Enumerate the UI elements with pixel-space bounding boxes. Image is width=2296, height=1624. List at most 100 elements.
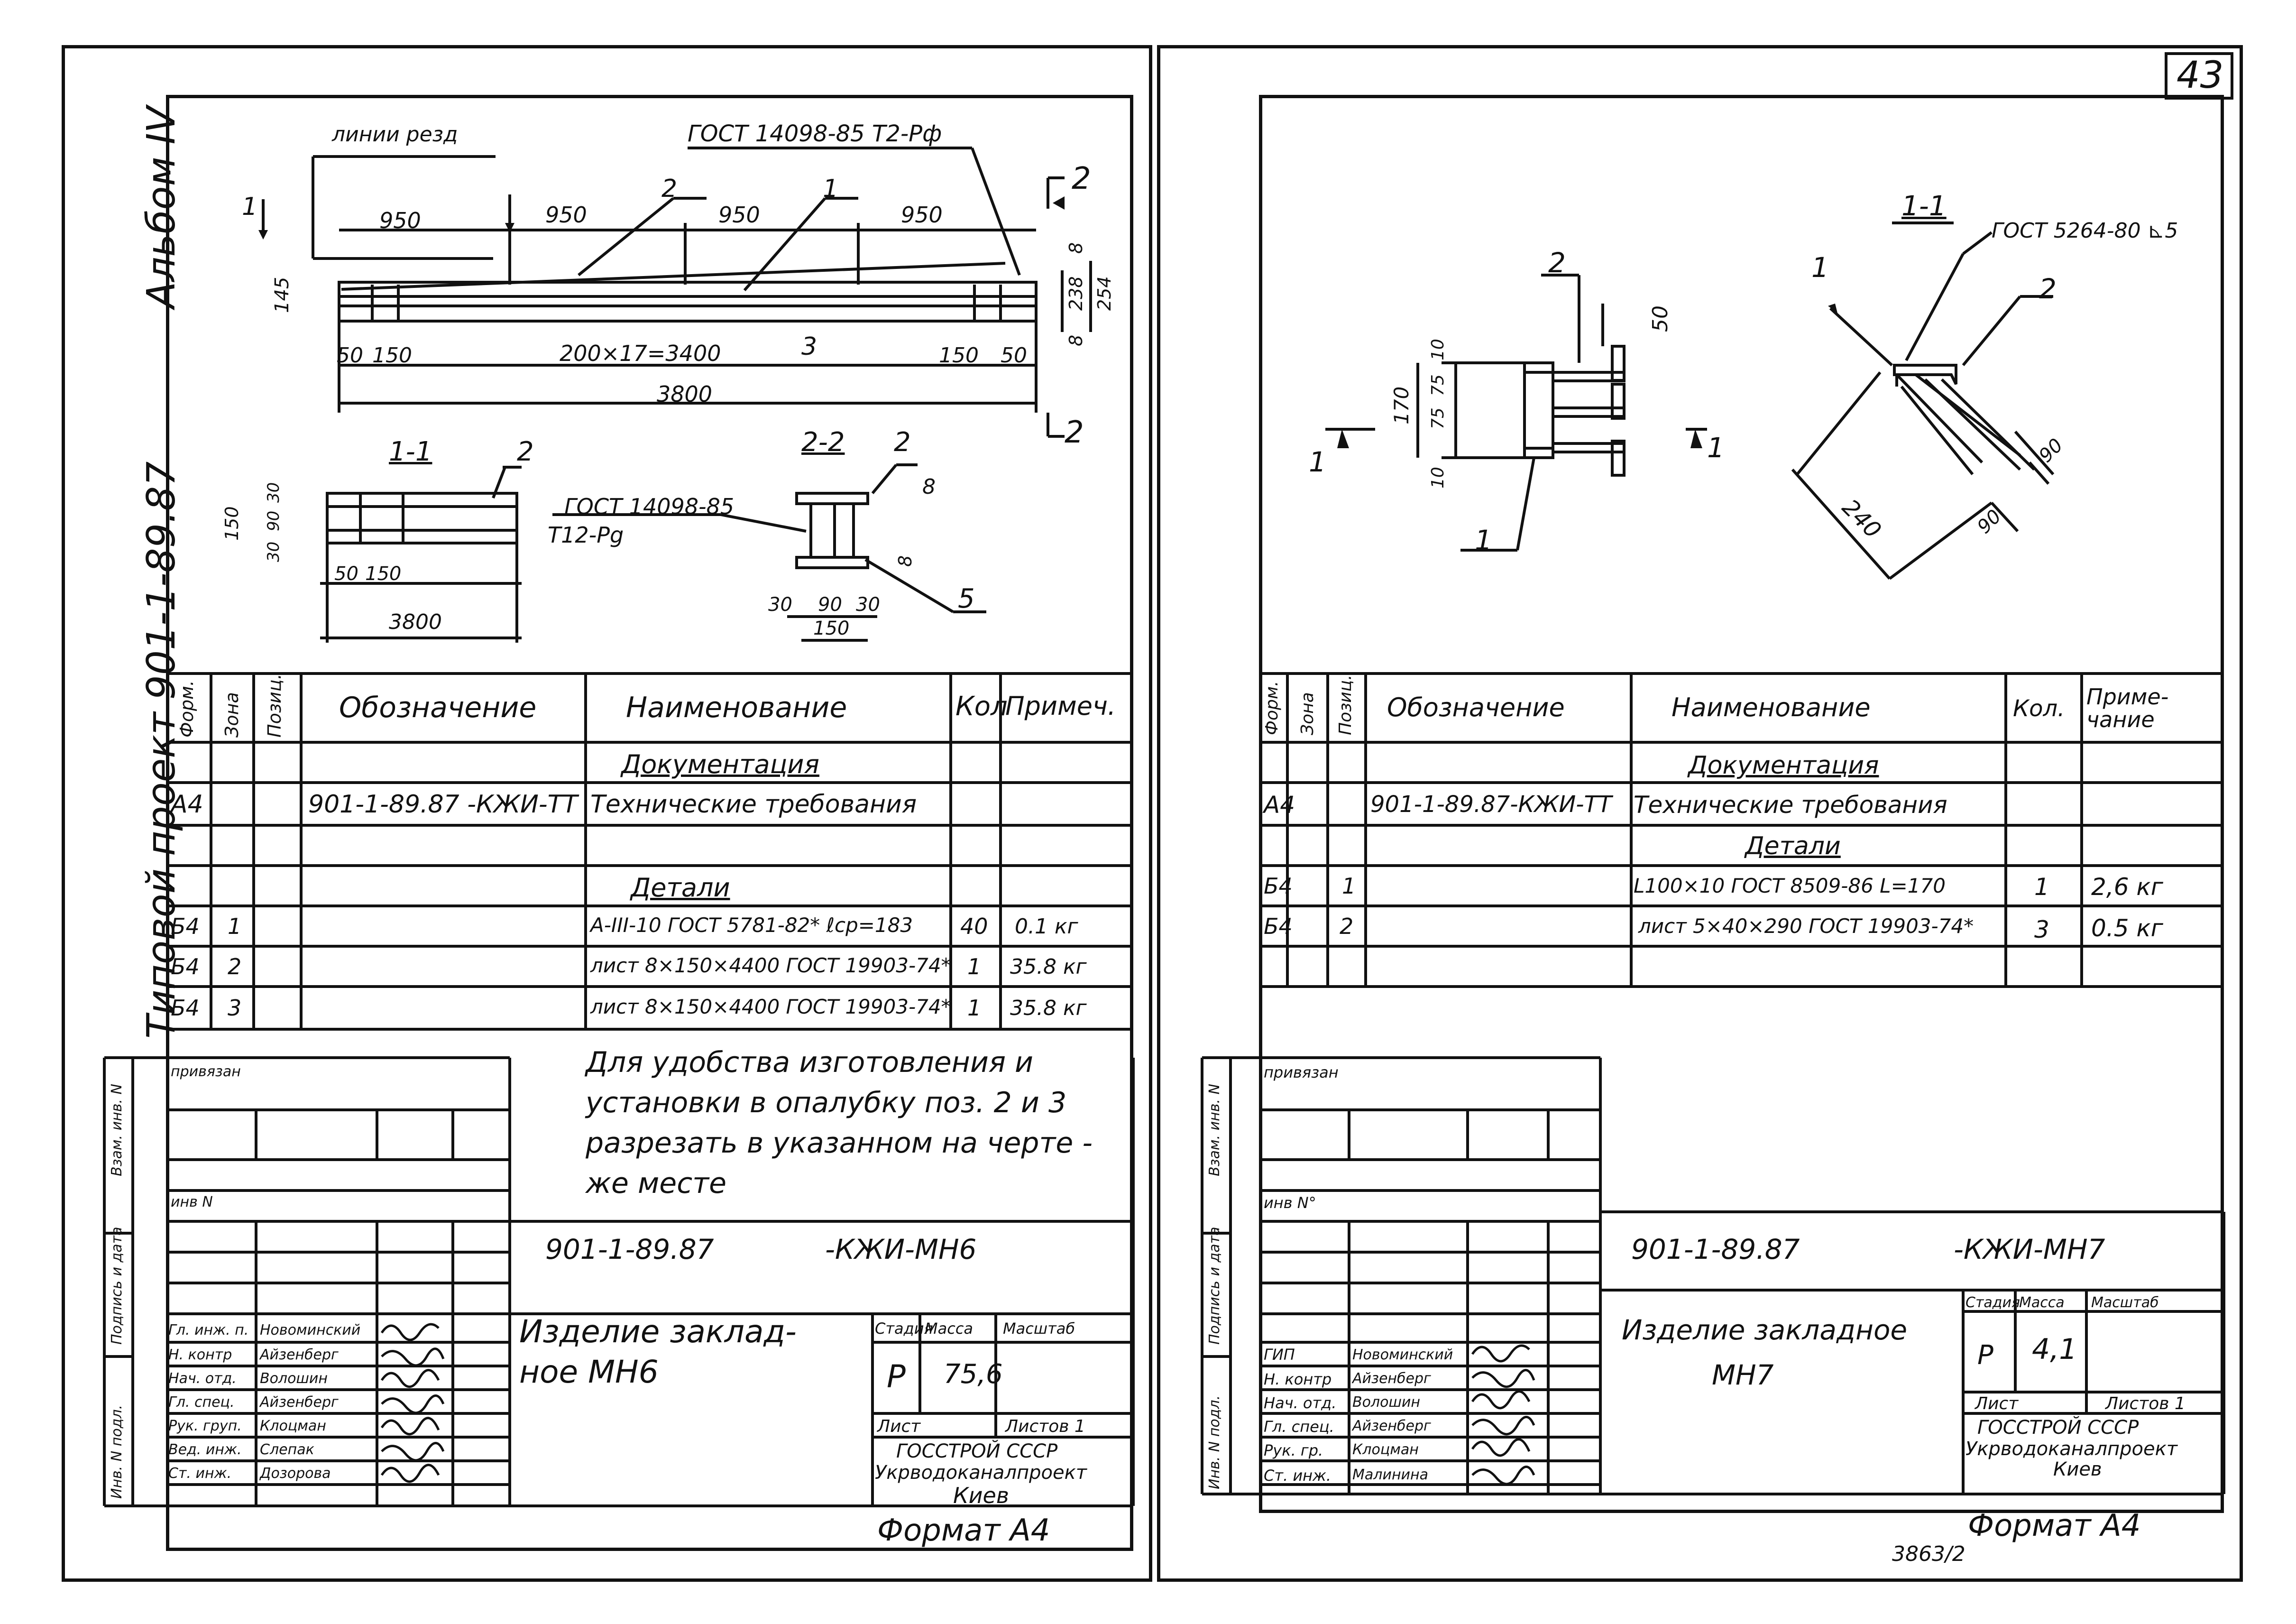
right-title-line2: МН7 [1712, 1359, 1774, 1391]
dim-top-3: 950 [718, 202, 760, 228]
right-side-label-podpis: Подпись и дата [1206, 1227, 1223, 1345]
right-spec-doc-designation: 901-1-89.87-КЖИ-ТТ [1370, 791, 1612, 818]
left-section-11-title: 1-1 [389, 436, 432, 467]
right-signer-name-4: Айзенберг [1352, 1418, 1431, 1434]
pos-label-3: 3 [801, 332, 817, 361]
left-signer-role-3: Нач. отд. [168, 1370, 237, 1387]
right-sheet-label: Лист [1975, 1394, 2019, 1413]
left-mass-value: 75,6 [944, 1359, 1003, 1390]
left-format-label: Формат А4 [877, 1513, 1050, 1548]
left-mass-header: Масса [925, 1320, 974, 1338]
right-doc-code: 901-1-89.87 [1631, 1233, 1800, 1265]
right-mass-value: 4,1 [2032, 1333, 2077, 1366]
right-spec-row2-name: лист 5×40×290 ГОСТ 19903-74* [1638, 914, 1974, 938]
left-spec-row1-qty: 40 [960, 914, 988, 939]
pos-label-2a: 2 [661, 175, 678, 203]
left-note-line1: Для удобства изготовления и [586, 1046, 1034, 1079]
left-section-22-gost2: Т12-Рg [548, 522, 624, 548]
right-doc-code-suffix: -КЖИ-МН7 [1954, 1233, 2105, 1265]
right-signer-role-6: Ст. инж. [1264, 1467, 1332, 1485]
left-spec-row1-pos: 1 [228, 914, 242, 939]
right-spec-row1-qty: 1 [2034, 873, 2049, 901]
right-spec-doc-format: А4 [1264, 791, 1295, 819]
dim-top-1: 950 [379, 208, 421, 233]
right-spec-row1-pos: 1 [1342, 873, 1356, 899]
left-spec-doc-designation: 901-1-89.87 -КЖИ-ТТ [308, 790, 578, 819]
left-signer-name-6: Слепак [260, 1441, 314, 1458]
right-title-line1: Изделие закладное [1622, 1314, 1908, 1346]
right-spec-row1-name: L100×10 ГОСТ 8509-86 L=170 [1634, 874, 1946, 897]
right-spec-header-name: Наименование [1671, 692, 1871, 722]
right-signer-name-5: Клоцман [1352, 1441, 1419, 1458]
right-pos-1-label: 1 [1475, 524, 1492, 556]
right-org-line1: ГОССТРОЙ СССР [1977, 1417, 2139, 1439]
left-signer-role-7: Ст. инж. [168, 1465, 232, 1482]
right-signer-name-1: Новоминский [1352, 1347, 1453, 1363]
left-spec-header-note: Примеч. [1005, 691, 1116, 721]
right-spec-header-note: Приме-чание [2086, 684, 2169, 733]
s11-dim-150b: 150 [365, 563, 402, 585]
left-spec-row3-note: 35.8 кг [1010, 996, 1087, 1020]
pos-label-1a: 1 [242, 193, 258, 221]
left-spec-doc-format: А4 [171, 790, 203, 819]
s11-dim-3800: 3800 [389, 610, 442, 634]
right-privyazan: привязан [1264, 1063, 1339, 1081]
right-spec-row2-note: 0.5 кг [2091, 914, 2163, 942]
left-spec-row2-pos: 2 [228, 954, 242, 979]
left-spec-header-qty: Кол [955, 691, 1008, 722]
left-privyazan: привязан [171, 1063, 241, 1080]
left-spec-doc-name: Технические требования [590, 790, 917, 819]
left-note-line2: установки в опалубку поз. 2 и 3 [586, 1086, 1067, 1119]
left-section-22-pos: 2 [894, 427, 911, 458]
left-signer-name-4: Айзенберг [260, 1394, 339, 1411]
right-section-11-gost: ГОСТ 5264-80 ⊾5 [1992, 219, 2178, 243]
left-sheets-label: Листов 1 [1005, 1417, 1085, 1436]
right-drawing-frame [1259, 95, 2224, 1513]
right-pos-2-label: 2 [1548, 247, 1566, 279]
left-spec-row2-note: 35.8 кг [1010, 955, 1087, 979]
right-section-11-title: 1-1 [1901, 190, 1947, 222]
left-spec-row2-qty: 1 [967, 954, 982, 979]
left-section-22-pos5: 5 [958, 583, 975, 614]
cut-line-label: линии резд [332, 122, 458, 147]
left-title-line1: Изделие заклад- [519, 1313, 797, 1350]
left-spec-section-docs: Документация [621, 749, 819, 779]
right-stage-header: Стадия [1965, 1294, 2020, 1311]
left-signer-name-5: Клоцман [260, 1418, 326, 1434]
left-note-line4: же месте [586, 1167, 727, 1200]
left-section-11-pos: 2 [517, 436, 534, 467]
right-section-mark-right: 1 [1707, 432, 1725, 464]
right-spec-row1-note: 2,6 кг [2091, 873, 2163, 901]
bottom-dim-chain: 200×17=3400 [560, 341, 721, 366]
left-signer-role-2: Н. контр [168, 1347, 232, 1363]
left-section-22-title: 2-2 [801, 427, 845, 458]
s11-dim-50: 50 [334, 563, 358, 585]
left-sheet-frame [62, 45, 1152, 1582]
left-doc-code: 901-1-89.87 [545, 1233, 714, 1265]
left-drawing-frame [166, 95, 1133, 1551]
s22-dim-90: 90 [818, 594, 842, 616]
left-title-line2: ное МН6 [519, 1354, 659, 1390]
left-spec-row3-qty: 1 [967, 995, 982, 1021]
left-spec-section-parts: Детали [631, 873, 730, 903]
right-section-11-pos1: 1 [1811, 251, 1829, 284]
right-sheet-frame [1157, 45, 2243, 1582]
dim-top-2: 950 [545, 202, 587, 228]
bottom-dim-50a: 50 [337, 343, 363, 368]
right-side-label-inv: Инв. N подл. [1206, 1395, 1223, 1489]
page-number-box [2165, 52, 2233, 100]
right-stage-value: Р [1977, 1340, 1993, 1371]
left-signer-role-5: Рук. груп. [168, 1418, 242, 1434]
left-signer-role-1: Гл. инж. п. [168, 1322, 249, 1338]
left-stage-value: Р [887, 1358, 906, 1395]
right-scale-header: Масштаб [2091, 1294, 2159, 1311]
left-spec-row1-note: 0.1 кг [1015, 914, 1078, 939]
right-spec-row2-qty: 3 [2034, 916, 2049, 943]
right-spec-section-docs: Документация [1688, 751, 1879, 780]
section-mark-2-top: 2 [1072, 161, 1091, 196]
page-number: 43 [2177, 54, 2224, 97]
